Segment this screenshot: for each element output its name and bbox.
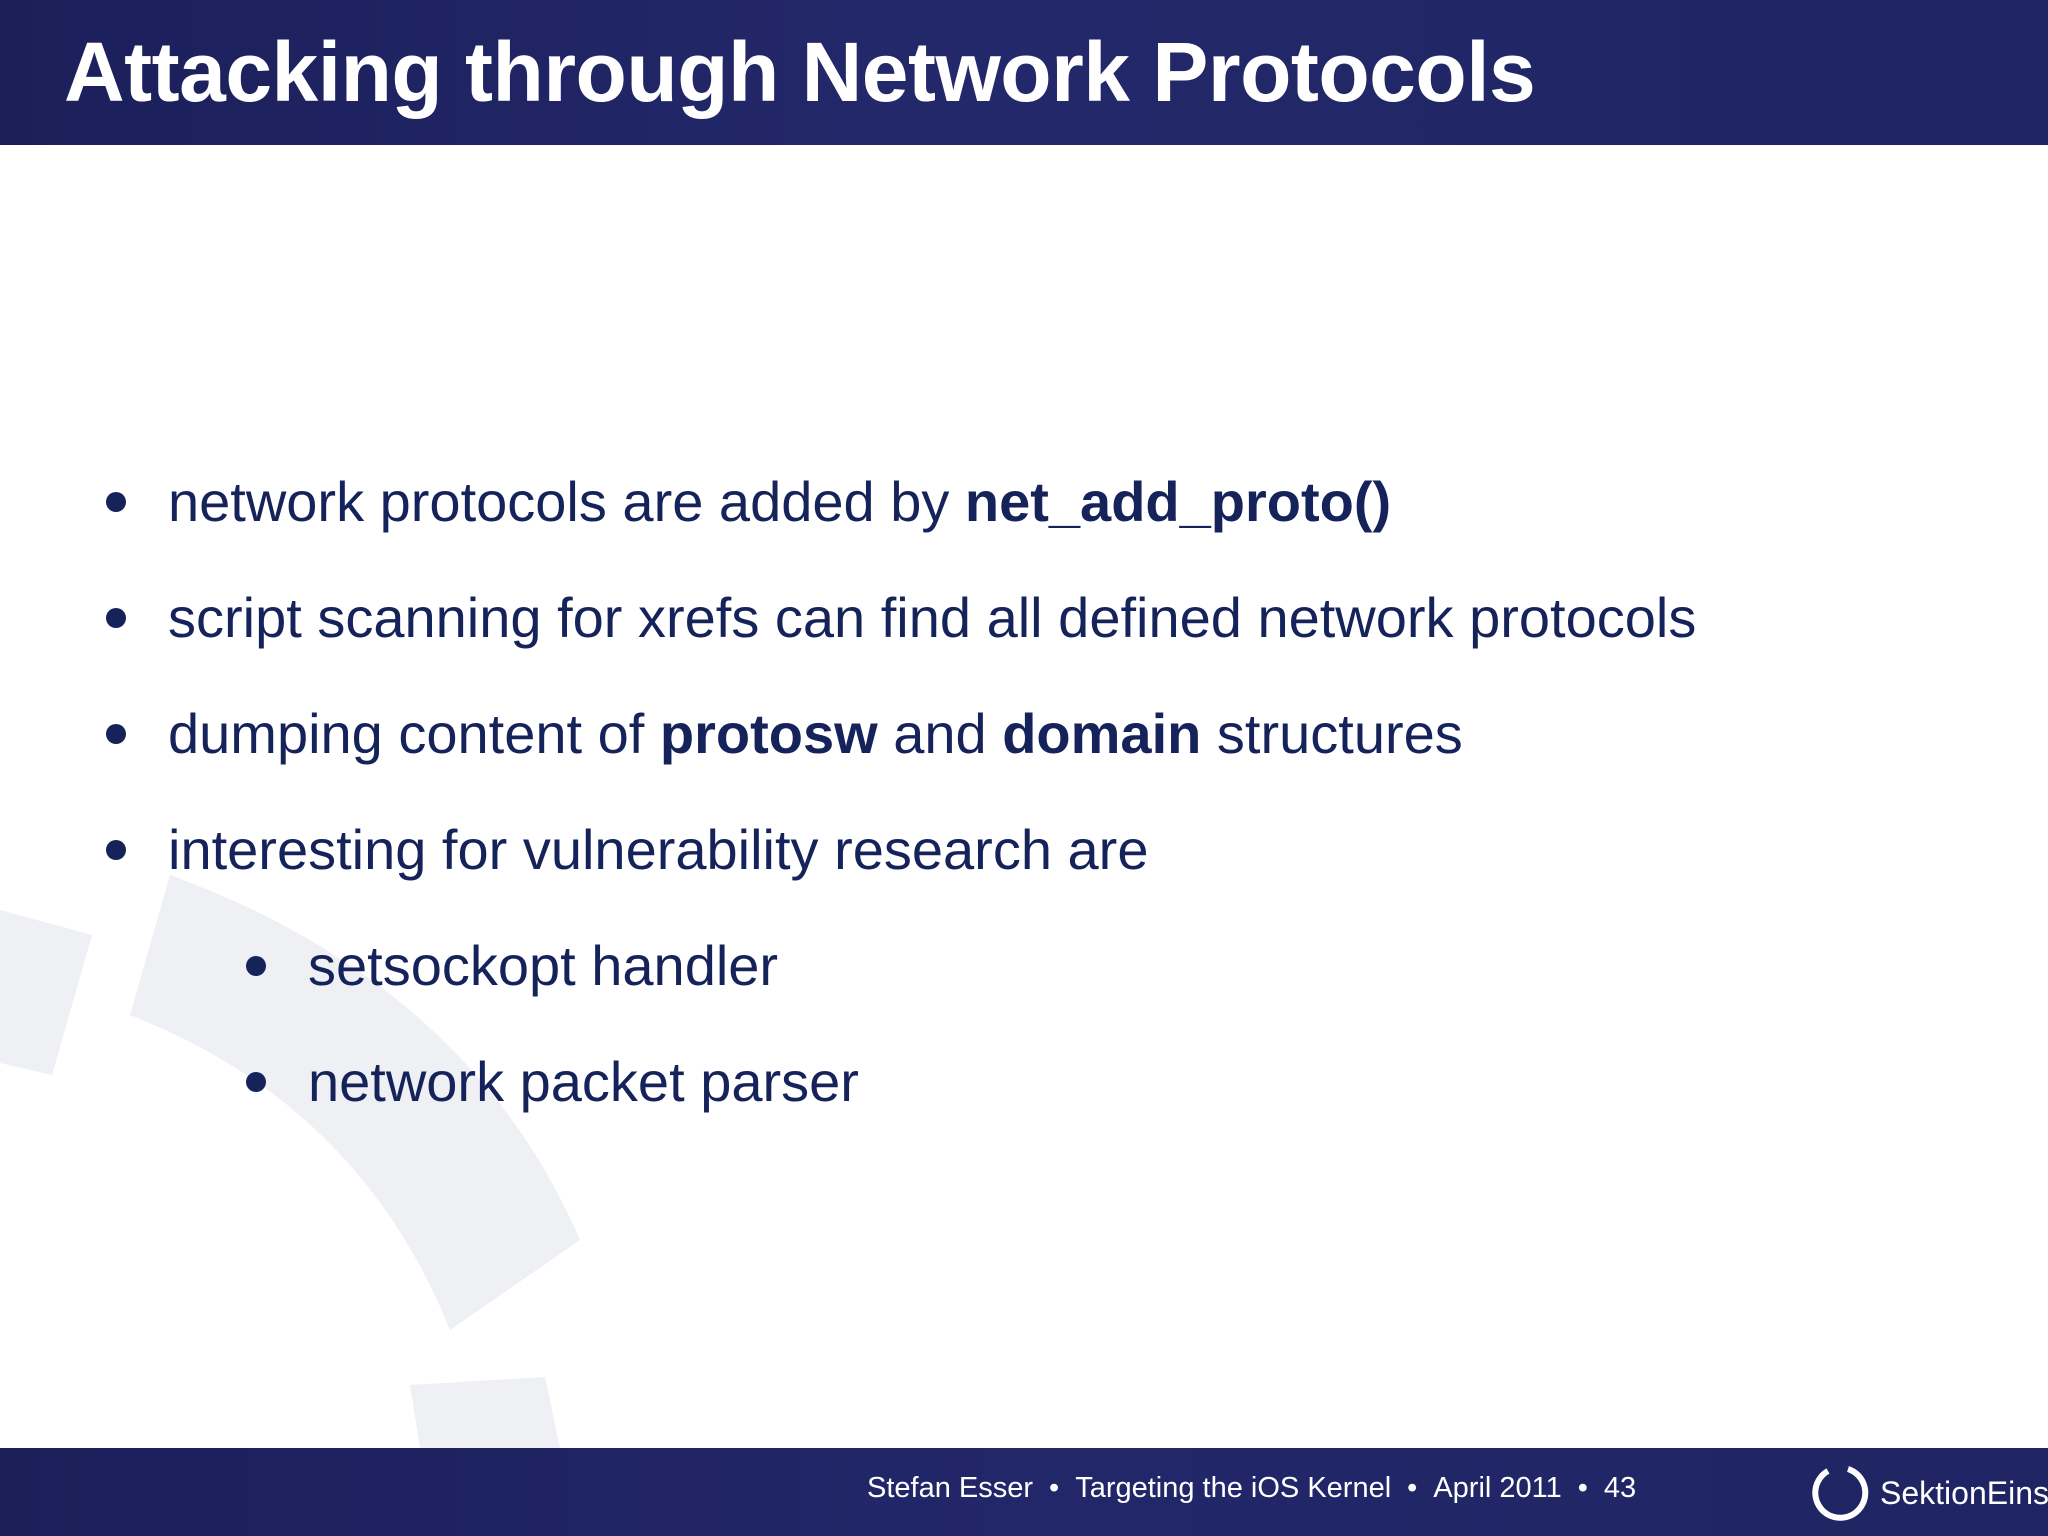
slide-footer: Stefan Esser • Targeting the iOS Kernel • Ap… (0, 1448, 2048, 1536)
decor-arc-segment (0, 910, 92, 1075)
footer-author: Stefan Esser (867, 1472, 1034, 1504)
bullet-text: interesting for vulnerability research a… (168, 818, 1149, 881)
bullet-text: setsockopt handler (308, 934, 779, 997)
bullet-dot (106, 840, 126, 860)
bullet-item: dumping content of protosw and domain st… (106, 698, 1463, 770)
footer-date: April 2011 (1433, 1472, 1562, 1504)
background-arc-decoration (0, 875, 580, 1448)
footer-separator: • (1407, 1472, 1418, 1504)
sub-bullet-item: setsockopt handler (246, 930, 779, 1002)
bullet-text: script scanning for xrefs can find all d… (168, 586, 1697, 649)
footer-info: Stefan Esser • Targeting the iOS Kernel • Ap… (867, 1468, 1636, 1508)
logo-ring-icon (1812, 1466, 1869, 1521)
bullet-text: structures (1201, 702, 1463, 765)
bullet-dot (106, 724, 126, 744)
bullet-text: dumping content of (168, 702, 660, 765)
slide-title: Attacking through Network Protocols (64, 25, 1536, 119)
footer-separator: • (1577, 1472, 1588, 1504)
footer-separator: • (1049, 1472, 1060, 1504)
bullet-list: network protocols are added by net_add_p… (106, 466, 1697, 1118)
page-number: 43 (1603, 1472, 1637, 1504)
decor-arc-segment (410, 1377, 560, 1448)
bullet-bold-text: protosw (659, 702, 878, 765)
bullet-dot (246, 956, 266, 976)
bullet-bold-text: domain (1002, 702, 1202, 765)
bullet-text: network packet parser (308, 1050, 859, 1113)
bullet-bold-text: net_add_proto() (964, 470, 1392, 533)
bullet-item: script scanning for xrefs can find all d… (106, 582, 1697, 654)
footer-talk-title: Targeting the iOS Kernel (1075, 1472, 1392, 1504)
logo-text: SektionEins (1880, 1475, 2048, 1511)
bullet-text: network protocols are added by (168, 470, 965, 533)
bullet-item: interesting for vulnerability research a… (106, 814, 1149, 886)
sub-bullet-item: network packet parser (246, 1046, 859, 1118)
bullet-item: network protocols are added by net_add_p… (106, 466, 1392, 538)
decor-arc-segment (130, 875, 580, 1330)
sektioneins-logo: SektionEins (1810, 1461, 2048, 1527)
bullet-dot (246, 1072, 266, 1092)
bullet-text: and (877, 702, 1003, 765)
slide-header: Attacking through Network Protocols (0, 0, 2048, 145)
bullet-dot (106, 608, 126, 628)
bullet-dot (106, 492, 126, 512)
